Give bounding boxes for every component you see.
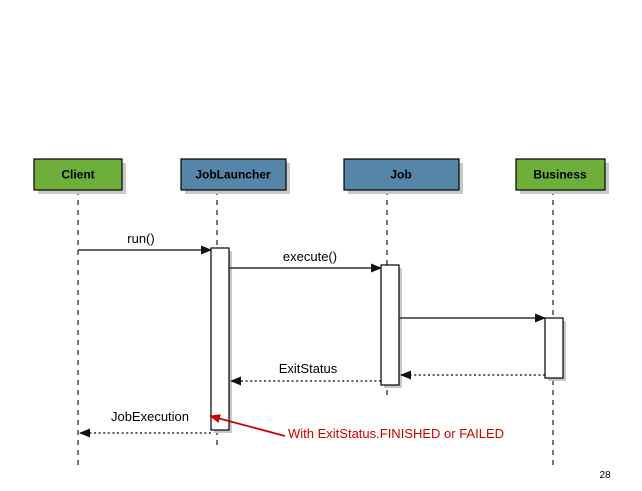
lifeline-joblauncher[interactable]: JobLauncher [180,158,290,450]
message-execute[interactable]: execute() [229,249,382,273]
lifeline-client[interactable]: Client [33,158,126,465]
lifeline-label-client: Client [61,168,94,182]
activation-job[interactable] [380,264,402,388]
lifelines-group: Client JobLauncher Job Busine [33,158,609,465]
activation-joblauncher[interactable] [210,247,232,433]
lifeline-label-joblauncher: JobLauncher [195,168,271,182]
message-run[interactable]: run() [78,231,212,255]
message-label-execute: execute() [283,249,337,264]
lifeline-box-business[interactable] [515,158,606,191]
lifeline-label-business: Business [533,168,587,182]
lifeline-label-job: Job [390,168,411,182]
message-label-jobexecution: JobExecution [111,409,189,424]
activation-bar-job[interactable] [380,264,400,386]
messages-group: run() execute() ExitStatus [78,231,546,438]
activation-bar-joblauncher[interactable] [210,247,230,431]
annotation-pointer-line [209,414,286,437]
lifeline-box-client[interactable] [33,158,123,191]
page-number: 28 [599,470,611,481]
activations-group [210,247,566,433]
message-label-exitstatus: ExitStatus [279,361,338,376]
activation-business[interactable] [544,317,566,381]
lifeline-job[interactable]: Job [343,158,463,400]
annotation-exitstatus-note[interactable]: With ExitStatus.FINISHED or FAILED [209,414,504,441]
lifeline-business[interactable]: Business [515,158,609,465]
lifeline-box-job[interactable] [343,158,460,191]
message-exitstatus[interactable]: ExitStatus [230,361,381,386]
message-jobexecution[interactable]: JobExecution [79,409,211,438]
message-label-run: run() [127,231,154,246]
lifeline-box-joblauncher[interactable] [180,158,287,191]
annotation-text: With ExitStatus.FINISHED or FAILED [288,426,504,441]
activation-bar-business[interactable] [544,317,564,379]
